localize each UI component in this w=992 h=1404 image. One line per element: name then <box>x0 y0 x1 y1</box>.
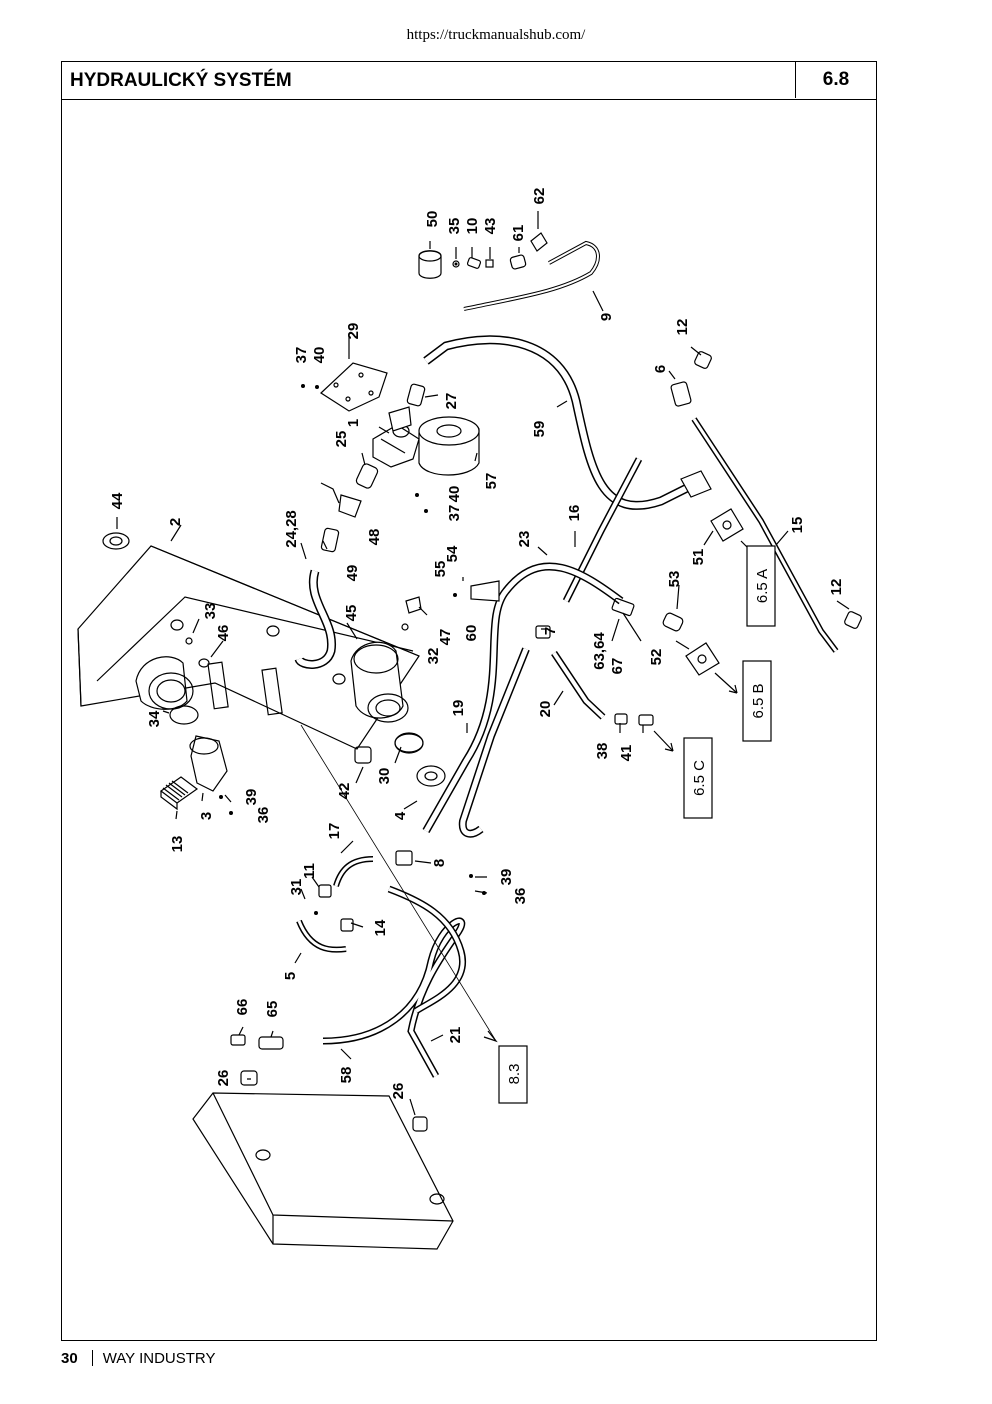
part-label: 45 <box>343 605 360 622</box>
valve-block <box>372 406 420 468</box>
part-label: 37 <box>293 347 310 364</box>
part-label: 26 <box>215 1070 232 1087</box>
section-number: 6.8 <box>795 62 876 98</box>
part-label: 20 <box>537 701 554 718</box>
part-label: 63,64 <box>591 632 608 670</box>
part-label: 40 <box>446 486 463 503</box>
part-label: 60 <box>463 625 480 642</box>
part-label: 6 <box>652 365 669 373</box>
part-label: 37 <box>446 505 463 522</box>
part-label: 4 <box>392 811 409 820</box>
hydraulic-tank <box>77 545 424 792</box>
part-label: 67 <box>609 658 626 675</box>
part-label: 39 <box>243 789 260 806</box>
ref-6-5-a: 6.5 A <box>754 569 771 603</box>
part-label: 57 <box>483 473 500 490</box>
part-label: 30 <box>376 768 393 785</box>
part-label: 46 <box>215 625 232 642</box>
ref-6-5-b: 6.5 B <box>750 683 767 718</box>
part-label: 61 <box>510 225 527 242</box>
part-label: 48 <box>366 529 383 546</box>
page-header: HYDRAULICKÝ SYSTÉM 6.8 <box>62 62 876 100</box>
part-label: 29 <box>345 323 362 340</box>
part-label: 53 <box>666 571 683 588</box>
part-label: 8 <box>431 859 448 867</box>
part-label: 51 <box>690 549 707 566</box>
part-label: 43 <box>482 218 499 235</box>
part-label: 47 <box>437 629 454 646</box>
part-label: 2 <box>167 518 184 526</box>
part-label: 1 <box>345 419 362 427</box>
part-label: 33 <box>202 603 219 620</box>
ref-8-3: 8.3 <box>506 1064 523 1085</box>
part-label: 59 <box>531 421 548 438</box>
part-label: 42 <box>336 783 353 800</box>
part-label: 66 <box>234 999 251 1016</box>
page-frame: HYDRAULICKÝ SYSTÉM 6.8 <box>61 61 877 1341</box>
part-label: 11 <box>301 863 318 879</box>
part-label: 62 <box>531 188 548 205</box>
hydraulic-system-diagram: 6.5 A 6.5 B 6.5 C 8.3 50 35 10 43 61 62 … <box>77 188 862 1250</box>
part-label: 34 <box>146 710 163 727</box>
part-label: 26 <box>390 1083 407 1100</box>
part-label: 21 <box>447 1027 464 1044</box>
mounting-bracket <box>320 362 388 412</box>
part-label: 5 <box>282 972 299 980</box>
part-label: 24,28 <box>283 510 300 548</box>
part-label: 36 <box>512 888 529 905</box>
part-label: 13 <box>169 836 186 853</box>
part-label: 15 <box>789 517 806 534</box>
part-label: 38 <box>594 743 611 760</box>
part-label: 54 <box>444 545 461 562</box>
part-label: 41 <box>618 745 635 762</box>
part-label: 12 <box>828 579 845 596</box>
part-label: 27 <box>443 393 460 410</box>
part-label: 49 <box>344 565 361 582</box>
part-label: 65 <box>264 1001 281 1018</box>
page-number: 30 <box>61 1350 78 1367</box>
part-label: 50 <box>424 211 441 228</box>
part-label: 17 <box>326 823 343 840</box>
filter-canister <box>418 416 480 476</box>
oil-cooler <box>192 1092 454 1250</box>
source-url[interactable]: https://truckmanualshub.com/ <box>406 27 586 43</box>
part-label: 23 <box>516 531 533 548</box>
part-label: 10 <box>464 218 481 235</box>
page-footer: 30 WAY INDUSTRY <box>61 1350 215 1367</box>
part-label: 52 <box>648 649 665 666</box>
part-label: 39 <box>498 869 515 886</box>
part-label: 44 <box>109 492 126 509</box>
part-label: 19 <box>450 700 467 717</box>
ref-6-5-c: 6.5 C <box>691 760 708 796</box>
part-label: 31 <box>288 879 305 896</box>
part-label: 58 <box>338 1067 355 1084</box>
part-label: 36 <box>255 807 272 824</box>
part-label: 3 <box>198 812 215 820</box>
page-title: HYDRAULICKÝ SYSTÉM <box>70 70 292 91</box>
filler-cap <box>159 776 199 811</box>
part-label: 7 <box>542 627 559 635</box>
part-label: 25 <box>333 431 350 448</box>
part-label: 32 <box>425 648 442 665</box>
company-name: WAY INDUSTRY <box>102 1350 216 1367</box>
part-label: 40 <box>311 347 328 364</box>
part-label: 12 <box>674 319 691 336</box>
part-label: 35 <box>446 218 463 235</box>
footer-separator <box>91 1350 93 1366</box>
part-label: 9 <box>598 313 615 321</box>
part-label: 55 <box>432 561 449 578</box>
part-label: 14 <box>372 919 389 936</box>
part-label: 16 <box>566 505 583 522</box>
